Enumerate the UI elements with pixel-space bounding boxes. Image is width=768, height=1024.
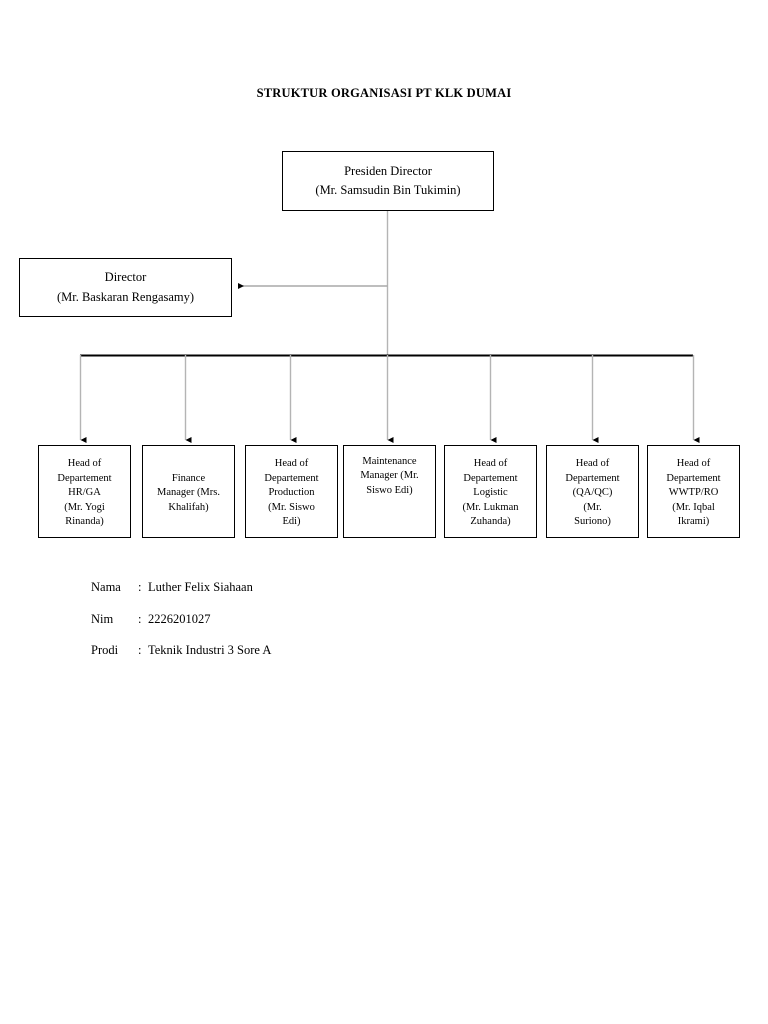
dept-role-line-2: Departement <box>666 472 721 484</box>
president-person: (Mr. Samsudin Bin Tukimin) <box>315 183 461 197</box>
director-person: (Mr. Baskaran Rengasamy) <box>56 289 195 304</box>
dept-person-line-1: (Mr. Siswo <box>268 501 315 513</box>
dept-role-line-3: Siswo Edi) <box>366 484 413 496</box>
info-value: Teknik Industri 3 Sore A <box>148 643 272 657</box>
org-node-department-logistic: Head of Departement Logistic (Mr. Lukman… <box>444 445 537 538</box>
dept-person-line-2: Edi) <box>282 516 301 528</box>
dept-role-line-2: Departement <box>565 472 620 484</box>
president-role: Presiden Director <box>344 163 432 178</box>
org-node-department-qa-qc: Head of Departement (QA/QC) (Mr. Suriono… <box>546 445 639 538</box>
org-node-director: Director (Mr. Baskaran Rengasamy) <box>19 258 232 317</box>
info-label: Nama <box>91 580 121 594</box>
info-value: 2226201027 <box>148 611 211 626</box>
org-node-department-production: Head of Departement Production (Mr. Sisw… <box>245 445 338 538</box>
info-separator: : <box>138 580 142 594</box>
dept-role-line-3: (QA/QC) <box>572 487 613 499</box>
director-role: Director <box>104 270 147 285</box>
dept-person-line-2: Rinanda) <box>65 516 104 528</box>
info-separator: : <box>138 643 142 657</box>
dept-person-line-1: (Mr. Lukman <box>462 501 519 513</box>
dept-role-line-3: WWTP/RO <box>668 487 719 499</box>
dept-role-line-3: Production <box>268 487 315 499</box>
dept-role-line-1: Finance <box>171 472 206 484</box>
dept-role-line-1: Maintenance <box>362 456 417 467</box>
dept-role-line-1: Head of <box>274 458 309 470</box>
dept-person-line-2: Ikrami) <box>677 516 710 528</box>
dept-role-line-2: Departement <box>264 472 319 484</box>
student-info-block: Nama : Luther Felix Siahaan Nim : 222620… <box>91 581 271 676</box>
dept-role-line-2: Manager (Mr. <box>360 470 419 482</box>
info-row-nama: Nama : Luther Felix Siahaan <box>91 581 271 594</box>
org-node-department-wwtp-ro: Head of Departement WWTP/RO (Mr. Iqbal I… <box>647 445 740 538</box>
org-node-department-hr-ga: Head of Departement HR/GA (Mr. Yogi Rina… <box>38 445 131 538</box>
org-node-president: Presiden Director (Mr. Samsudin Bin Tuki… <box>282 151 494 211</box>
dept-role-line-3: Khalifah) <box>168 501 209 513</box>
info-label: Nim <box>91 611 114 626</box>
dept-role-line-1: Head of <box>575 458 610 470</box>
dept-person-line-1: (Mr. <box>583 501 602 513</box>
page-title: STRUKTUR ORGANISASI PT KLK DUMAI <box>256 86 512 100</box>
info-separator: : <box>138 611 142 626</box>
org-node-department-maintenance: Maintenance Manager (Mr. Siswo Edi) <box>343 445 436 538</box>
dept-role-line-1: Head of <box>473 458 508 470</box>
dept-role-line-2: Manager (Mrs. <box>157 487 220 499</box>
dept-role-line-2: Departement <box>57 472 112 484</box>
dept-person-line-1: (Mr. Iqbal <box>672 501 715 513</box>
info-row-prodi: Prodi : Teknik Industri 3 Sore A <box>91 644 271 657</box>
info-label: Prodi <box>91 643 119 657</box>
dept-role-line-1: Head of <box>676 458 711 470</box>
dept-role-line-3: HR/GA <box>68 487 101 499</box>
dept-person-line-2: Suriono) <box>574 516 611 528</box>
dept-role-line-1: Head of <box>67 458 102 470</box>
dept-role-line-3: Logistic <box>473 487 508 499</box>
dept-role-line-2: Departement <box>463 472 518 484</box>
info-value: Luther Felix Siahaan <box>148 580 253 594</box>
dept-person-line-1: (Mr. Yogi <box>64 501 105 513</box>
info-row-nim: Nim : 2226201027 <box>91 611 271 626</box>
org-node-department-finance: Finance Manager (Mrs. Khalifah) <box>142 445 235 538</box>
dept-person-line-2: Zuhanda) <box>470 516 511 528</box>
